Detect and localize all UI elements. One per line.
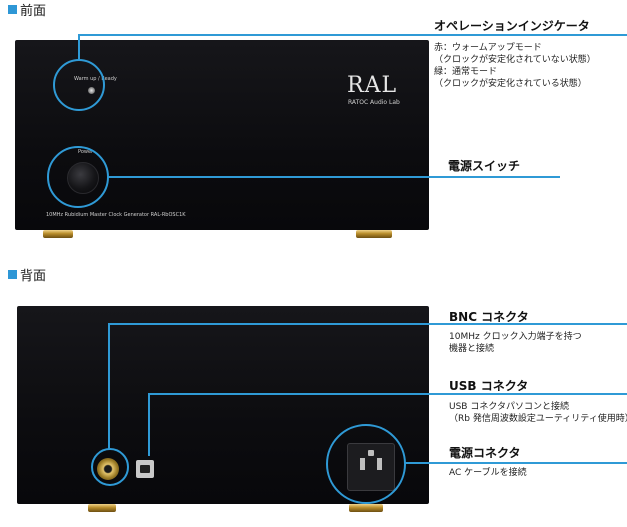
back-right-foot [349,504,383,512]
back-left-foot [88,504,116,512]
power-switch-label: 電源スイッチ [448,159,521,173]
ral-logo: RAL [347,73,398,98]
indicator-label: オペレーションインジケータ [434,19,590,33]
front-right-foot [356,230,392,238]
bnc-connector-label: BNC コネクタ [449,310,529,324]
indicator-description: 赤：ウォームアップモード （クロックが安定化されていない状態） 緑：通常モード … [434,43,596,89]
front-section-title: 前面 [8,0,46,19]
indicator-highlight-circle [53,59,105,111]
usb-description: USB コネクタパソコンと接続 （Rb 発信周波数設定ユーティリティ使用時） [449,402,627,424]
section-marker-icon [8,5,17,14]
ral-logo-subtitle: RATOC Audio Lab [348,99,400,106]
power-connector-label: 電源コネクタ [449,446,521,460]
power-connector-description: AC ケーブルを接続 [449,468,527,478]
bnc-leader-vertical [108,324,110,449]
power-connector-highlight-circle [326,424,406,504]
model-caption: 10MHz Rubidium Master Clock Generator RA… [46,212,186,218]
power-connector-leader-line [405,462,627,464]
section-marker-icon [8,270,17,279]
back-section-title: 背面 [8,265,46,284]
usb-connector-icon[interactable] [136,460,154,478]
power-highlight-circle [47,146,109,208]
bnc-description: 10MHz クロック入力端子を持つ 機器と接続 [449,332,582,354]
bnc-leader-horizontal [108,323,627,325]
bnc-highlight-circle [91,448,129,486]
indicator-leader-vertical [78,35,80,60]
usb-leader-vertical [148,394,150,456]
front-left-foot [43,230,73,238]
indicator-leader-horizontal [78,34,627,36]
power-leader-line [108,176,560,178]
usb-connector-label: USB コネクタ [449,379,529,393]
usb-leader-horizontal [148,393,627,395]
